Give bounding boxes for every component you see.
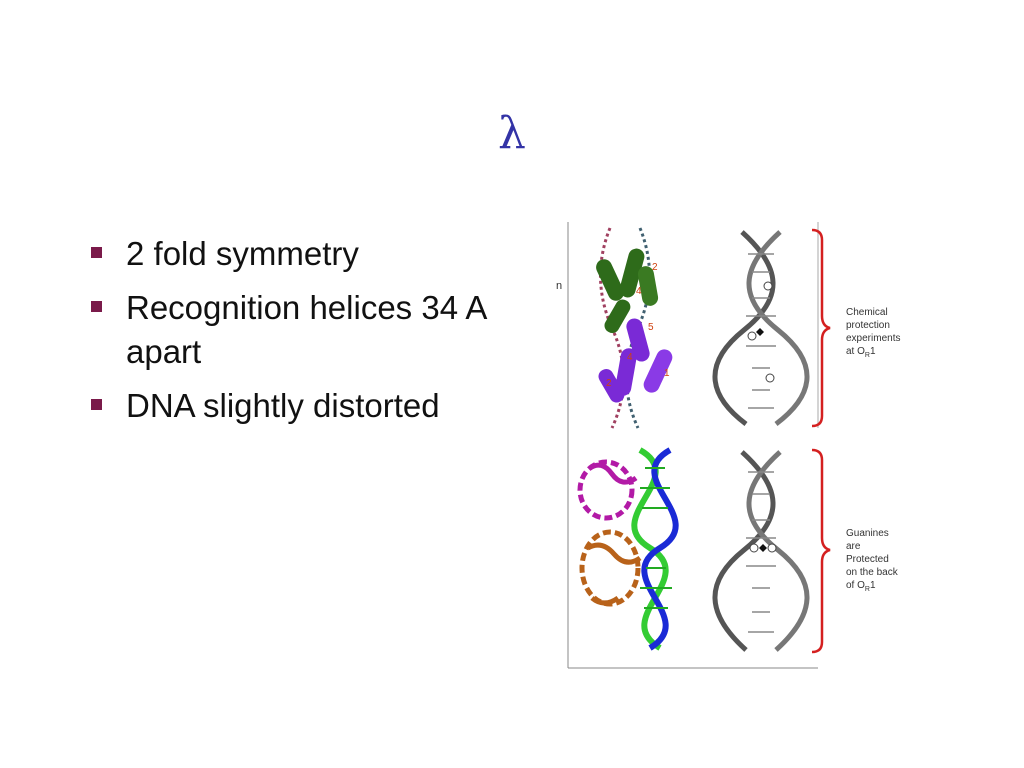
lower-caption: Guanines are Protected on the back of OR… bbox=[846, 528, 899, 593]
upper-bracket bbox=[811, 228, 831, 428]
cylinder-model: 2 4 5 4 1 2 bbox=[596, 227, 673, 429]
square-bullet-icon bbox=[91, 301, 102, 312]
upper-caption: Chemical protection experiments at OR1 bbox=[846, 307, 900, 359]
caption-line: of OR1 bbox=[846, 580, 876, 593]
square-bullet-icon bbox=[91, 247, 102, 258]
svg-text:2: 2 bbox=[606, 378, 612, 389]
slide-title: λ bbox=[498, 108, 526, 159]
caption-line: Protected bbox=[846, 554, 889, 565]
caption-line: Chemical bbox=[846, 307, 888, 318]
bullet-item: DNA slightly distorted bbox=[88, 384, 488, 428]
caption-line: at OR1 bbox=[846, 346, 876, 359]
square-bullet-icon bbox=[91, 399, 102, 410]
caption-line: experiments bbox=[846, 333, 900, 344]
dna-protein-figure: n 2 4 5 4 1 2 bbox=[540, 218, 940, 673]
svg-text:2: 2 bbox=[652, 262, 658, 273]
caption-line: protection bbox=[846, 320, 890, 331]
svg-text:4: 4 bbox=[636, 286, 642, 297]
caption-line: Guanines bbox=[846, 528, 889, 539]
panel-letter: n bbox=[556, 280, 562, 292]
bullet-text: DNA slightly distorted bbox=[126, 387, 440, 424]
figure-svg: n 2 4 5 4 1 2 bbox=[556, 222, 900, 669]
caption-line: on the back bbox=[846, 567, 899, 578]
bullet-text: Recognition helices 34 A apart bbox=[126, 289, 486, 370]
ribbon-model bbox=[577, 447, 679, 651]
bullet-list: 2 fold symmetry Recognition helices 34 A… bbox=[88, 232, 488, 438]
bullet-text: 2 fold symmetry bbox=[126, 235, 359, 272]
dna-helix-upper bbox=[712, 230, 810, 426]
svg-text:5: 5 bbox=[648, 322, 654, 333]
bullet-item: Recognition helices 34 A apart bbox=[88, 286, 488, 374]
caption-line: are bbox=[846, 541, 861, 552]
lower-bracket bbox=[811, 448, 831, 654]
svg-text:4: 4 bbox=[627, 352, 633, 363]
bullet-item: 2 fold symmetry bbox=[88, 232, 488, 276]
svg-text:1: 1 bbox=[664, 368, 670, 379]
dna-helix-lower bbox=[712, 450, 810, 652]
